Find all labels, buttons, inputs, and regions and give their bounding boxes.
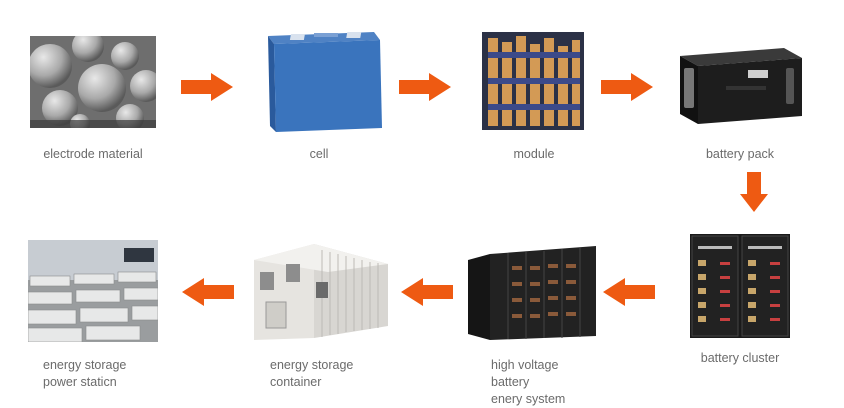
arrow-right-icon (399, 73, 451, 101)
arrow-right-icon (601, 73, 653, 101)
battery-cluster-image (690, 234, 790, 338)
node-label-battery-cluster: battery cluster (700, 351, 780, 365)
storage-container-image (252, 242, 390, 342)
arrow-left-icon (182, 278, 234, 306)
power-station-image (28, 240, 158, 342)
node-label-station-line-2: power staticn (43, 375, 117, 389)
node-label-hv-line-1: high voltage (491, 358, 559, 372)
arrow-right-icon (181, 73, 233, 101)
node-label-container-line-2: container (270, 375, 322, 389)
arrow-down-icon (740, 172, 768, 212)
node-label-container-line-1: energy storage (270, 358, 354, 372)
battery-pack-image (676, 46, 804, 126)
node-label-hv-line-3: enery system (491, 392, 566, 406)
node-label-module: module (513, 147, 555, 161)
arrow-left-icon (401, 278, 453, 306)
cell-image (262, 28, 384, 134)
node-label-station-line-1: energy storage (43, 358, 127, 372)
node-label-hv-line-2: battery (491, 375, 530, 389)
electrode-material-image (30, 36, 156, 128)
node-label-cell: cell (309, 147, 329, 161)
node-label-battery-pack: battery pack (705, 147, 775, 161)
node-label-electrode: electrode material (43, 147, 143, 161)
hv-battery-system-image (468, 246, 596, 342)
arrow-left-icon (603, 278, 655, 306)
module-image (482, 32, 584, 130)
